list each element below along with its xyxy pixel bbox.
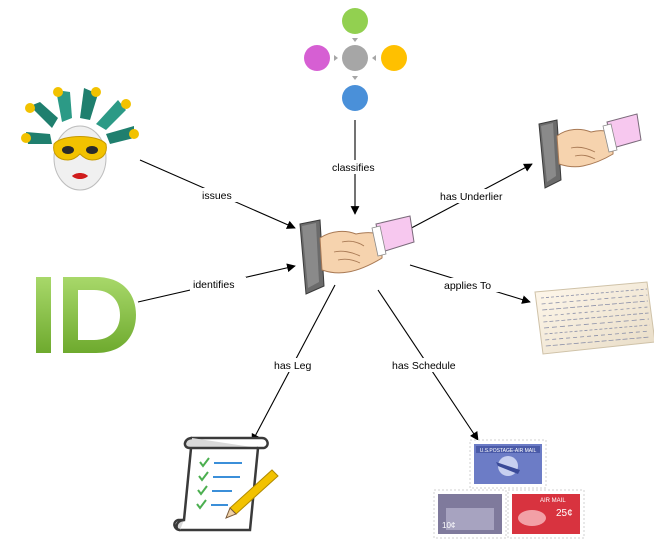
edge-labels: issues identifies classifies has Underli… [190, 160, 518, 372]
stamp-blue: U.S.POSTAGE-AIR MAIL [469, 439, 547, 489]
stamp-red: AIR MAIL 25¢ [507, 489, 585, 539]
edge-label-applies-to: applies To [444, 280, 491, 292]
ledger-document-icon [534, 281, 654, 355]
stamp-bottom-right-value: 25¢ [556, 508, 573, 519]
airmail-stamps-icon: U.S.POSTAGE-AIR MAIL 10¢ AIR MAIL 25¢ [433, 439, 585, 539]
dot-magenta [304, 45, 330, 71]
dot-blue [342, 85, 368, 111]
dot-grey [342, 45, 368, 71]
edge-label-classifies: classifies [332, 162, 375, 174]
stamp-top-header: U.S.POSTAGE-AIR MAIL [480, 448, 537, 454]
stamp-purple: 10¢ [433, 489, 507, 539]
dot-orange [381, 45, 407, 71]
edge-label-identifies: identifies [193, 279, 234, 291]
dot-green [342, 8, 368, 34]
jester-mask-icon [21, 87, 139, 191]
stamp-bottom-right-header: AIR MAIL [540, 498, 566, 504]
handshake-icon [299, 215, 415, 295]
scroll-checklist-icon [173, 436, 279, 532]
edge-label-has-underlier: has Underlier [440, 191, 503, 203]
stamp-bottom-left-value: 10¢ [442, 521, 455, 530]
edge-label-has-leg: has Leg [274, 360, 312, 372]
id-letters-icon [36, 277, 136, 353]
edge-label-issues: issues [202, 190, 232, 202]
classification-dots-icon [304, 8, 407, 111]
edge-label-has-schedule: has Schedule [392, 360, 456, 372]
underlier-handshake-icon [538, 113, 642, 189]
